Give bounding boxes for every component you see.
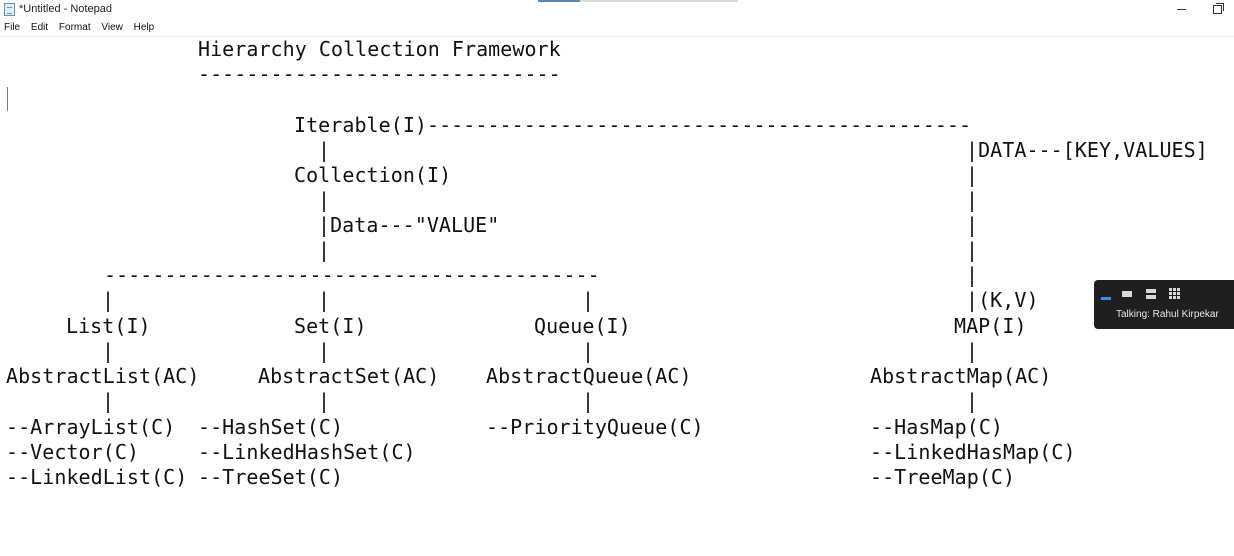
menu-view[interactable]: View [101,22,123,33]
editor-line: | [582,288,595,312]
editor-line: Iterable(I)-----------------------------… [294,113,972,137]
grid-dot [1169,288,1172,291]
editor-line: | [966,163,979,187]
editor-line: --HashSet(C) [198,415,344,439]
editor-line: |Data---"VALUE" [318,213,500,237]
editor-line: AbstractMap(AC) [870,364,1052,388]
restore-icon [1212,2,1224,14]
editor-line: | [318,288,331,312]
editor-line: | [966,188,979,212]
grid-dot [1169,296,1172,299]
title-bar: *Untitled - Notepad [0,0,1234,20]
text-editor-area[interactable]: Hierarchy Collection Framework ---------… [0,37,1234,556]
menu-format[interactable]: Format [58,22,91,33]
editor-line: --Vector(C) [6,440,140,464]
editor-line: AbstractQueue(AC) [486,364,692,388]
editor-line: | [966,339,979,363]
editor-line: |DATA---[KEY,VALUES] [966,138,1208,162]
editor-line: | [318,389,331,413]
restore-button[interactable] [1200,0,1234,20]
grid-dot [1173,292,1176,295]
editor-line: | [102,339,115,363]
call-overlay: Talking: Rahul Kirpekar [1094,280,1234,329]
editor-line: Set(I) [294,314,367,338]
editor-line: | [102,389,115,413]
minimize-icon [1176,8,1186,10]
editor-line: MAP(I) [954,314,1027,338]
editor-line: AbstractSet(AC) [258,364,440,388]
editor-line: | [318,339,331,363]
window-title: *Untitled - Notepad [19,3,112,15]
grid-view-icon[interactable] [1168,287,1182,301]
editor-line: | [966,213,979,237]
editor-line: Collection(I) [294,163,452,187]
editor-line: AbstractList(AC) [6,364,200,388]
grid-dot [1173,296,1176,299]
editor-line: --PriorityQueue(C) [486,415,704,439]
menu-help[interactable]: Help [133,22,155,33]
editor-line: | [102,288,115,312]
editor-line: --HasMap(C) [870,415,1004,439]
minimize-view-icon[interactable] [1100,287,1114,301]
editor-line: --LinkedHasMap(C) [870,440,1076,464]
editor-line: |(K,V) [966,288,1039,312]
grid-dot [1177,292,1180,295]
editor-line: --TreeMap(C) [870,465,1016,489]
minimize-button[interactable] [1164,0,1198,20]
grid-dot [1177,288,1180,291]
list-view-icon[interactable] [1145,287,1159,301]
editor-line: | [318,238,331,262]
editor-line: --TreeSet(C) [198,465,344,489]
editor-line: | [966,238,979,262]
menu-edit[interactable]: Edit [30,22,49,33]
editor-line: | [318,138,331,162]
notepad-icon [4,3,15,16]
editor-line: --ArrayList(C) [6,415,176,439]
grid-dot [1173,288,1176,291]
editor-line: Hierarchy Collection Framework [198,37,561,61]
editor-line: List(I) [66,314,151,338]
window-view-icon[interactable] [1121,287,1135,301]
menu-bar: File Edit Format View Help [0,20,1234,37]
grid-dot [1177,296,1180,299]
editor-line: | [966,389,979,413]
grid-dot [1169,292,1172,295]
editor-line: Queue(I) [534,314,631,338]
editor-line: ------------------------------ [198,62,561,86]
editor-line: | [318,188,331,212]
editor-line: | [582,389,595,413]
editor-line: | [582,339,595,363]
text-caret [7,87,8,111]
taskbar-thumbnail-strip [538,0,738,2]
editor-line: ----------------------------------------… [104,263,600,287]
menu-file[interactable]: File [4,22,21,33]
editor-line: --LinkedList(C) [6,465,188,489]
talking-indicator: Talking: Rahul Kirpekar [1116,309,1219,320]
editor-line: --LinkedHashSet(C) [198,440,416,464]
editor-line: | [966,263,979,287]
